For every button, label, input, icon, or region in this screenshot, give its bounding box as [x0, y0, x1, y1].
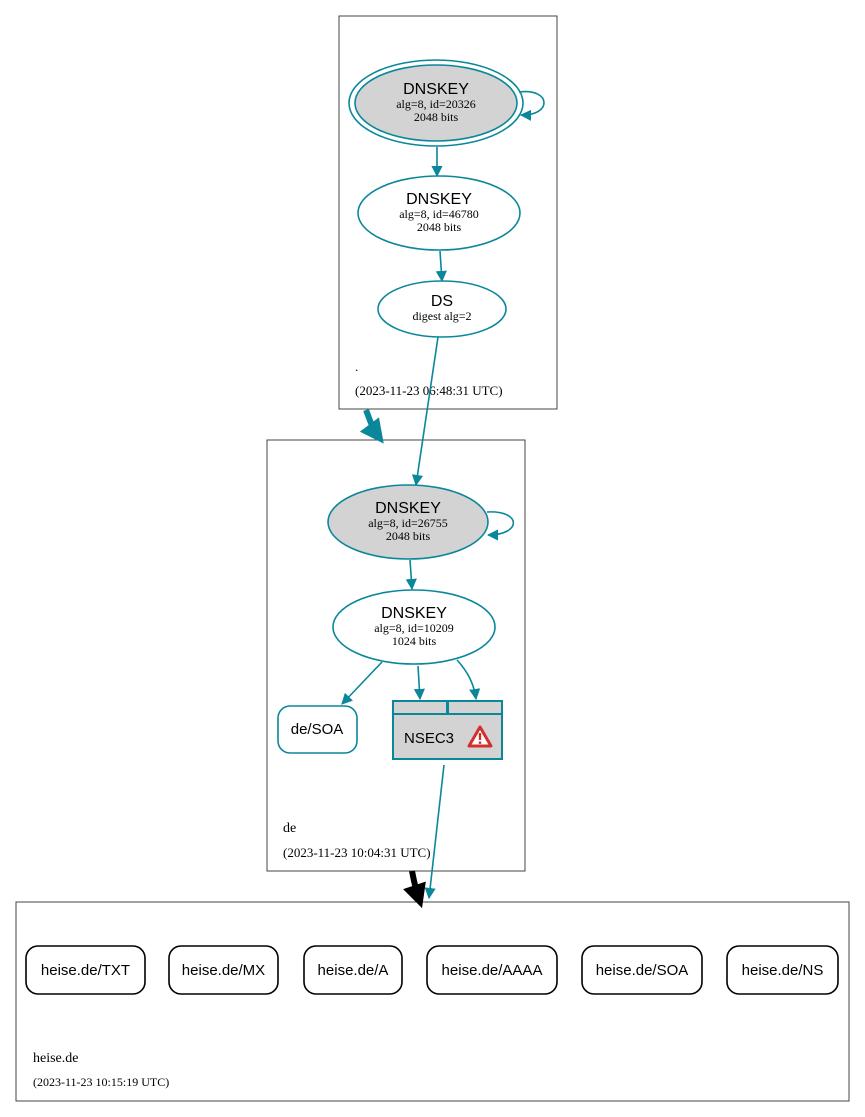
de-zsk-ellipse [332, 589, 496, 665]
record-label: heise.de/A [318, 962, 389, 979]
record-label: heise.de/TXT [41, 962, 130, 979]
edge-de-ksk-to-zsk [405, 559, 417, 591]
record-box [25, 945, 146, 995]
root-ksk-line2: 2048 bits [414, 110, 459, 124]
record-node[interactable]: heise.de/NS [726, 945, 839, 995]
edge-nsec3-to-heise [424, 764, 445, 900]
de-zsk-title: DNSKEY [381, 605, 447, 622]
de-soa-label: de/SOA [291, 721, 344, 738]
edge-de-zsk-to-nsec3-b [456, 659, 481, 701]
zone-heise: heise.de (2023-11-23 10:15:19 UTC) [15, 901, 850, 1102]
de-ksk-ellipse [327, 484, 489, 560]
node-de-zsk[interactable]: DNSKEY alg=8, id=10209 1024 bits [332, 589, 496, 665]
heise-records: heise.de/TXT heise.de/MX heise.de/A heis… [25, 945, 839, 995]
edge-de-zsk-to-nsec3-a [413, 665, 425, 701]
root-ds-line1: digest alg=2 [412, 309, 471, 323]
record-label: heise.de/NS [742, 962, 824, 979]
node-de-soa[interactable]: de/SOA [277, 705, 358, 754]
de-zsk-line1: alg=8, id=10209 [374, 621, 454, 635]
root-ksk-ellipse [354, 64, 518, 142]
root-ksk-line1: alg=8, id=20326 [396, 97, 476, 111]
record-node[interactable]: heise.de/AAAA [426, 945, 558, 995]
de-zsk-line2: 1024 bits [392, 634, 437, 648]
node-de-nsec3[interactable]: NSEC3 [392, 700, 503, 760]
zone-root-name: . [355, 359, 358, 374]
root-ds-title: DS [431, 293, 453, 310]
zone-heise-border [15, 901, 850, 1102]
delegation-de-to-heise [403, 870, 426, 909]
record-node[interactable]: heise.de/SOA [581, 945, 703, 995]
zone-de-border [266, 439, 526, 872]
edge-root-ksk-self [518, 90, 545, 121]
record-node[interactable]: heise.de/A [303, 945, 403, 995]
record-box [303, 945, 403, 995]
zone-de: de (2023-11-23 10:04:31 UTC) [266, 439, 526, 872]
root-zsk-title: DNSKEY [406, 191, 472, 208]
zone-de-timestamp: (2023-11-23 10:04:31 UTC) [283, 845, 431, 860]
nsec3-header-left [392, 700, 448, 715]
nsec3-label: NSEC3 [404, 730, 454, 747]
de-ksk-title: DNSKEY [375, 500, 441, 517]
edges [341, 90, 545, 900]
edge-root-zsk-to-ds [435, 250, 447, 283]
edge-de-zsk-to-soa [341, 661, 383, 705]
de-ksk-line1: alg=8, id=26755 [368, 516, 448, 530]
record-node[interactable]: heise.de/TXT [25, 945, 146, 995]
node-de-ksk[interactable]: DNSKEY alg=8, id=26755 2048 bits [327, 484, 489, 560]
record-node[interactable]: heise.de/MX [168, 945, 279, 995]
zone-heise-timestamp: (2023-11-23 10:15:19 UTC) [33, 1075, 169, 1089]
node-root-ds[interactable]: DS digest alg=2 [377, 280, 507, 338]
zone-root-border [338, 15, 558, 410]
de-ksk-line2: 2048 bits [386, 529, 431, 543]
warning-triangle-icon [467, 725, 493, 748]
zone-heise-name: heise.de [33, 1051, 78, 1066]
record-label: heise.de/SOA [596, 962, 689, 979]
record-box [168, 945, 279, 995]
de-soa-box [277, 705, 358, 754]
root-zsk-ellipse [357, 175, 521, 251]
record-box [581, 945, 703, 995]
node-root-ksk[interactable]: DNSKEY alg=8, id=20326 2048 bits [348, 59, 524, 147]
edge-ds-to-de-ksk [411, 336, 439, 487]
node-root-zsk[interactable]: DNSKEY alg=8, id=46780 2048 bits [357, 175, 521, 251]
root-ksk-title: DNSKEY [403, 81, 469, 98]
record-box [426, 945, 558, 995]
record-label: heise.de/MX [182, 962, 265, 979]
record-box [726, 945, 839, 995]
root-ksk-outer-ring [348, 59, 524, 147]
root-zsk-line2: 2048 bits [417, 220, 462, 234]
zone-root-timestamp: (2023-11-23 06:48:31 UTC) [355, 383, 503, 398]
record-label: heise.de/AAAA [442, 962, 543, 979]
delegation-root-to-de [359, 408, 384, 444]
nsec3-header-right [447, 700, 503, 715]
zone-de-name: de [283, 821, 296, 836]
root-zsk-line1: alg=8, id=46780 [399, 207, 479, 221]
zone-root: . (2023-11-23 06:48:31 UTC) [338, 15, 558, 410]
edge-de-ksk-self [486, 511, 515, 541]
root-ds-ellipse [377, 280, 507, 338]
